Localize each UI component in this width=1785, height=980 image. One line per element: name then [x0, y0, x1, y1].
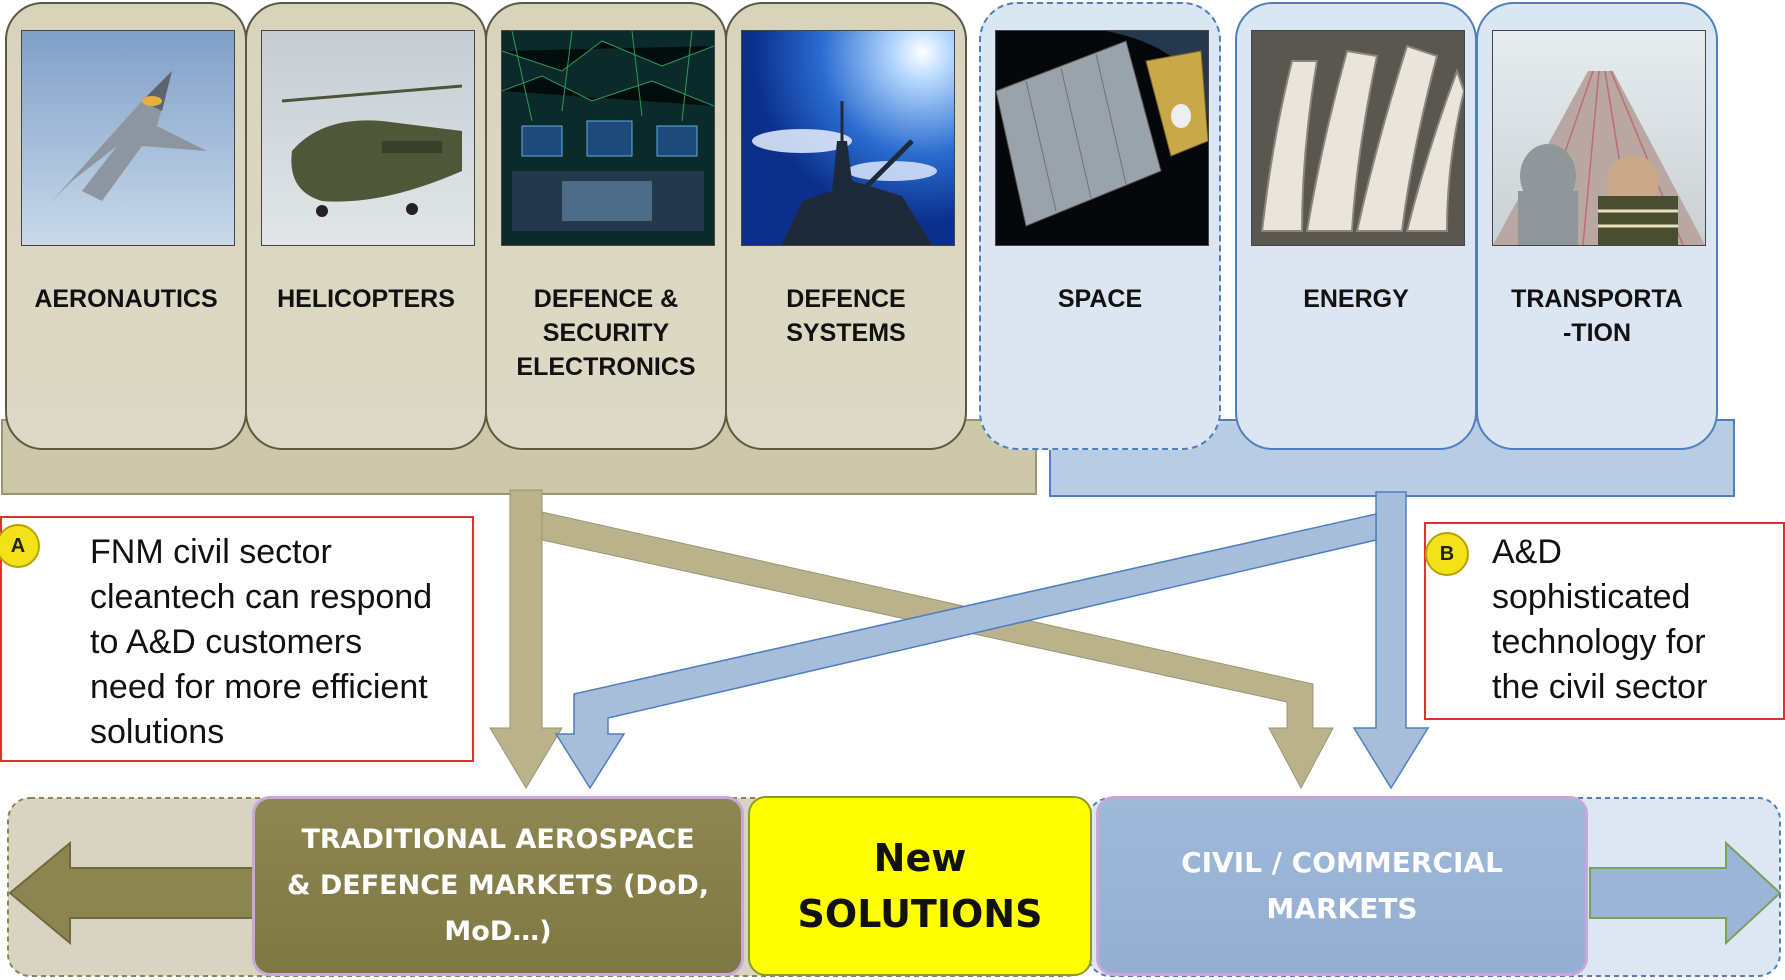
sector-label: DEFENCE SYSTEMS — [786, 285, 906, 347]
card-space: SPACE — [979, 2, 1221, 450]
callout-b: A&D sophisticated technology for the civ… — [1424, 522, 1785, 720]
civil-markets-box: CIVIL / COMMERCIAL MARKETS — [1096, 796, 1588, 976]
civil-cross-arrow — [554, 513, 1377, 790]
civil-down-arrow — [1352, 491, 1430, 790]
fighter-jet-photo — [21, 30, 235, 246]
helicopter-photo — [261, 30, 475, 246]
sector-label: AERONAUTICS — [34, 285, 218, 313]
callout-b-badge: B — [1425, 532, 1469, 576]
sector-label: HELICOPTERS — [277, 285, 455, 313]
warship-photo — [741, 30, 955, 246]
card-aeronautics: AERONAUTICS — [5, 2, 247, 450]
traditional-markets-box: TRADITIONAL AEROSPACE & DEFENCE MARKETS … — [252, 796, 744, 976]
card-helicopters: HELICOPTERS — [245, 2, 487, 450]
card-defence-electronics: DEFENCE & SECURITY ELECTRONICS — [485, 2, 727, 450]
sector-label: TRANSPORTA -TION — [1511, 285, 1683, 347]
turbine-blades-photo — [1251, 30, 1465, 246]
satellite-photo — [995, 30, 1209, 246]
sector-label: ENERGY — [1303, 285, 1409, 313]
callout-a: FNM civil sector cleantech can respond t… — [0, 516, 474, 762]
callout-b-text: A&D sophisticated technology for the civ… — [1492, 533, 1708, 706]
callout-a-text: FNM civil sector cleantech can respond t… — [90, 533, 433, 751]
right-expansion-arrow — [1589, 840, 1782, 946]
sector-label: SPACE — [1057, 285, 1143, 313]
control-room-photo — [501, 30, 715, 246]
card-transportation: TRANSPORTA -TION — [1476, 2, 1718, 450]
new-solutions-box: New SOLUTIONS — [748, 796, 1092, 976]
card-energy: ENERGY — [1235, 2, 1477, 450]
callout-a-badge: A — [0, 524, 40, 568]
sector-label: DEFENCE & SECURITY ELECTRONICS — [516, 285, 696, 381]
card-defence-systems: DEFENCE SYSTEMS — [725, 2, 967, 450]
railway-photo — [1492, 30, 1706, 246]
